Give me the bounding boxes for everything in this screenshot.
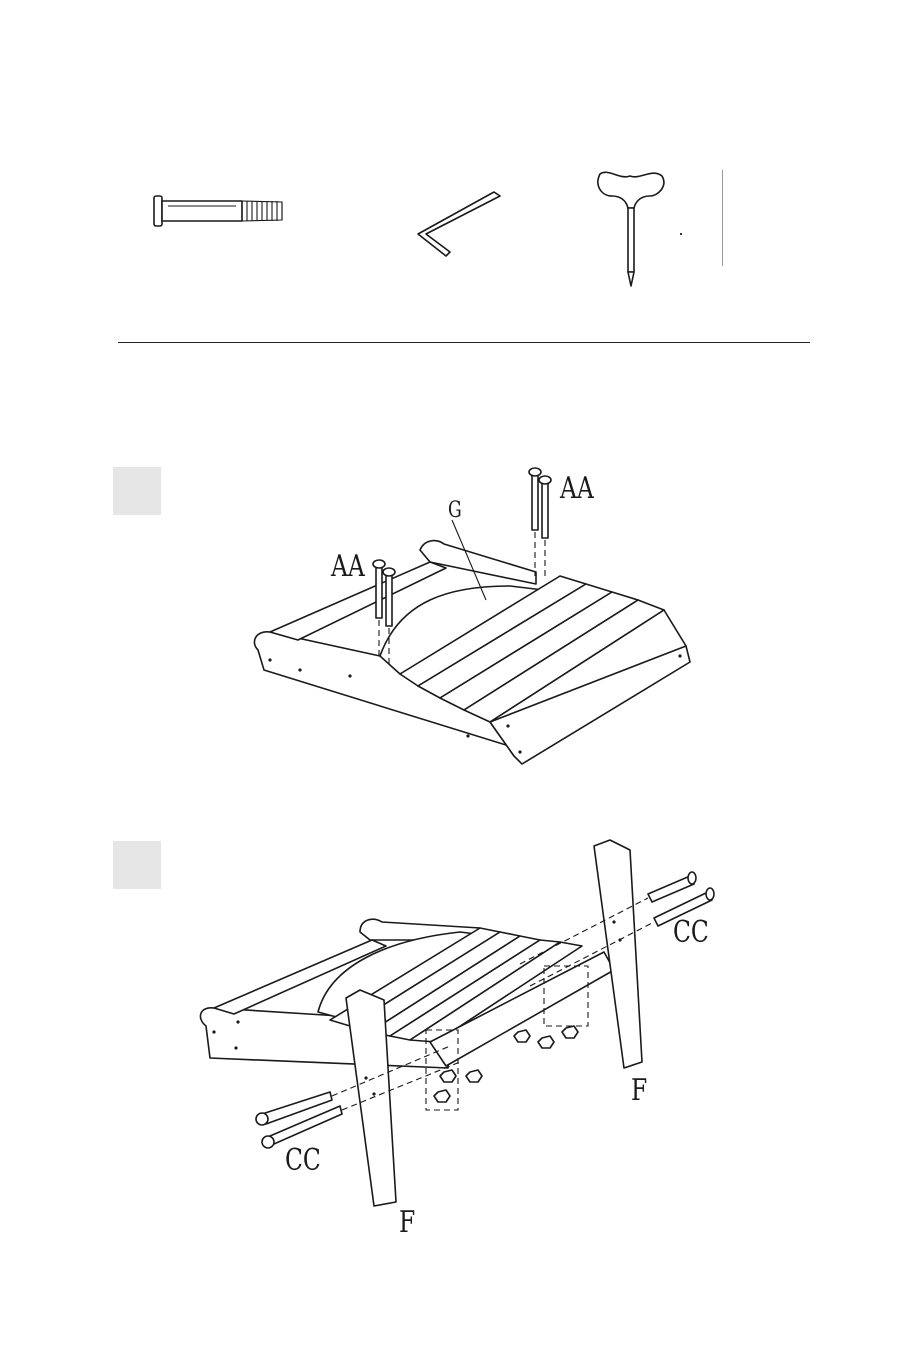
screws-right-graphic [529,468,551,578]
step-1-diagram [240,460,710,770]
step-2-number-box [113,841,161,889]
step-2-label-bolts-right: CC [673,918,709,948]
bolt-icon [148,190,288,236]
hardware-row [0,0,914,330]
step-2-label-leg-left: F [399,1208,415,1238]
step-1-label-seat: G [448,500,462,522]
step-1-label-screws-left: AA [331,552,365,582]
step-2-label-leg-right: F [631,1076,647,1106]
step-2-diagram [190,836,730,1236]
allen-wrench-icon [410,186,510,266]
screwdriver-icon [594,166,674,292]
divider [722,170,723,266]
step-1-number-box [113,467,161,515]
section-rule [118,342,810,343]
step-1-label-screws-right: AA [560,474,594,504]
step-2-label-bolts-left: CC [285,1146,321,1176]
dot [680,233,682,235]
